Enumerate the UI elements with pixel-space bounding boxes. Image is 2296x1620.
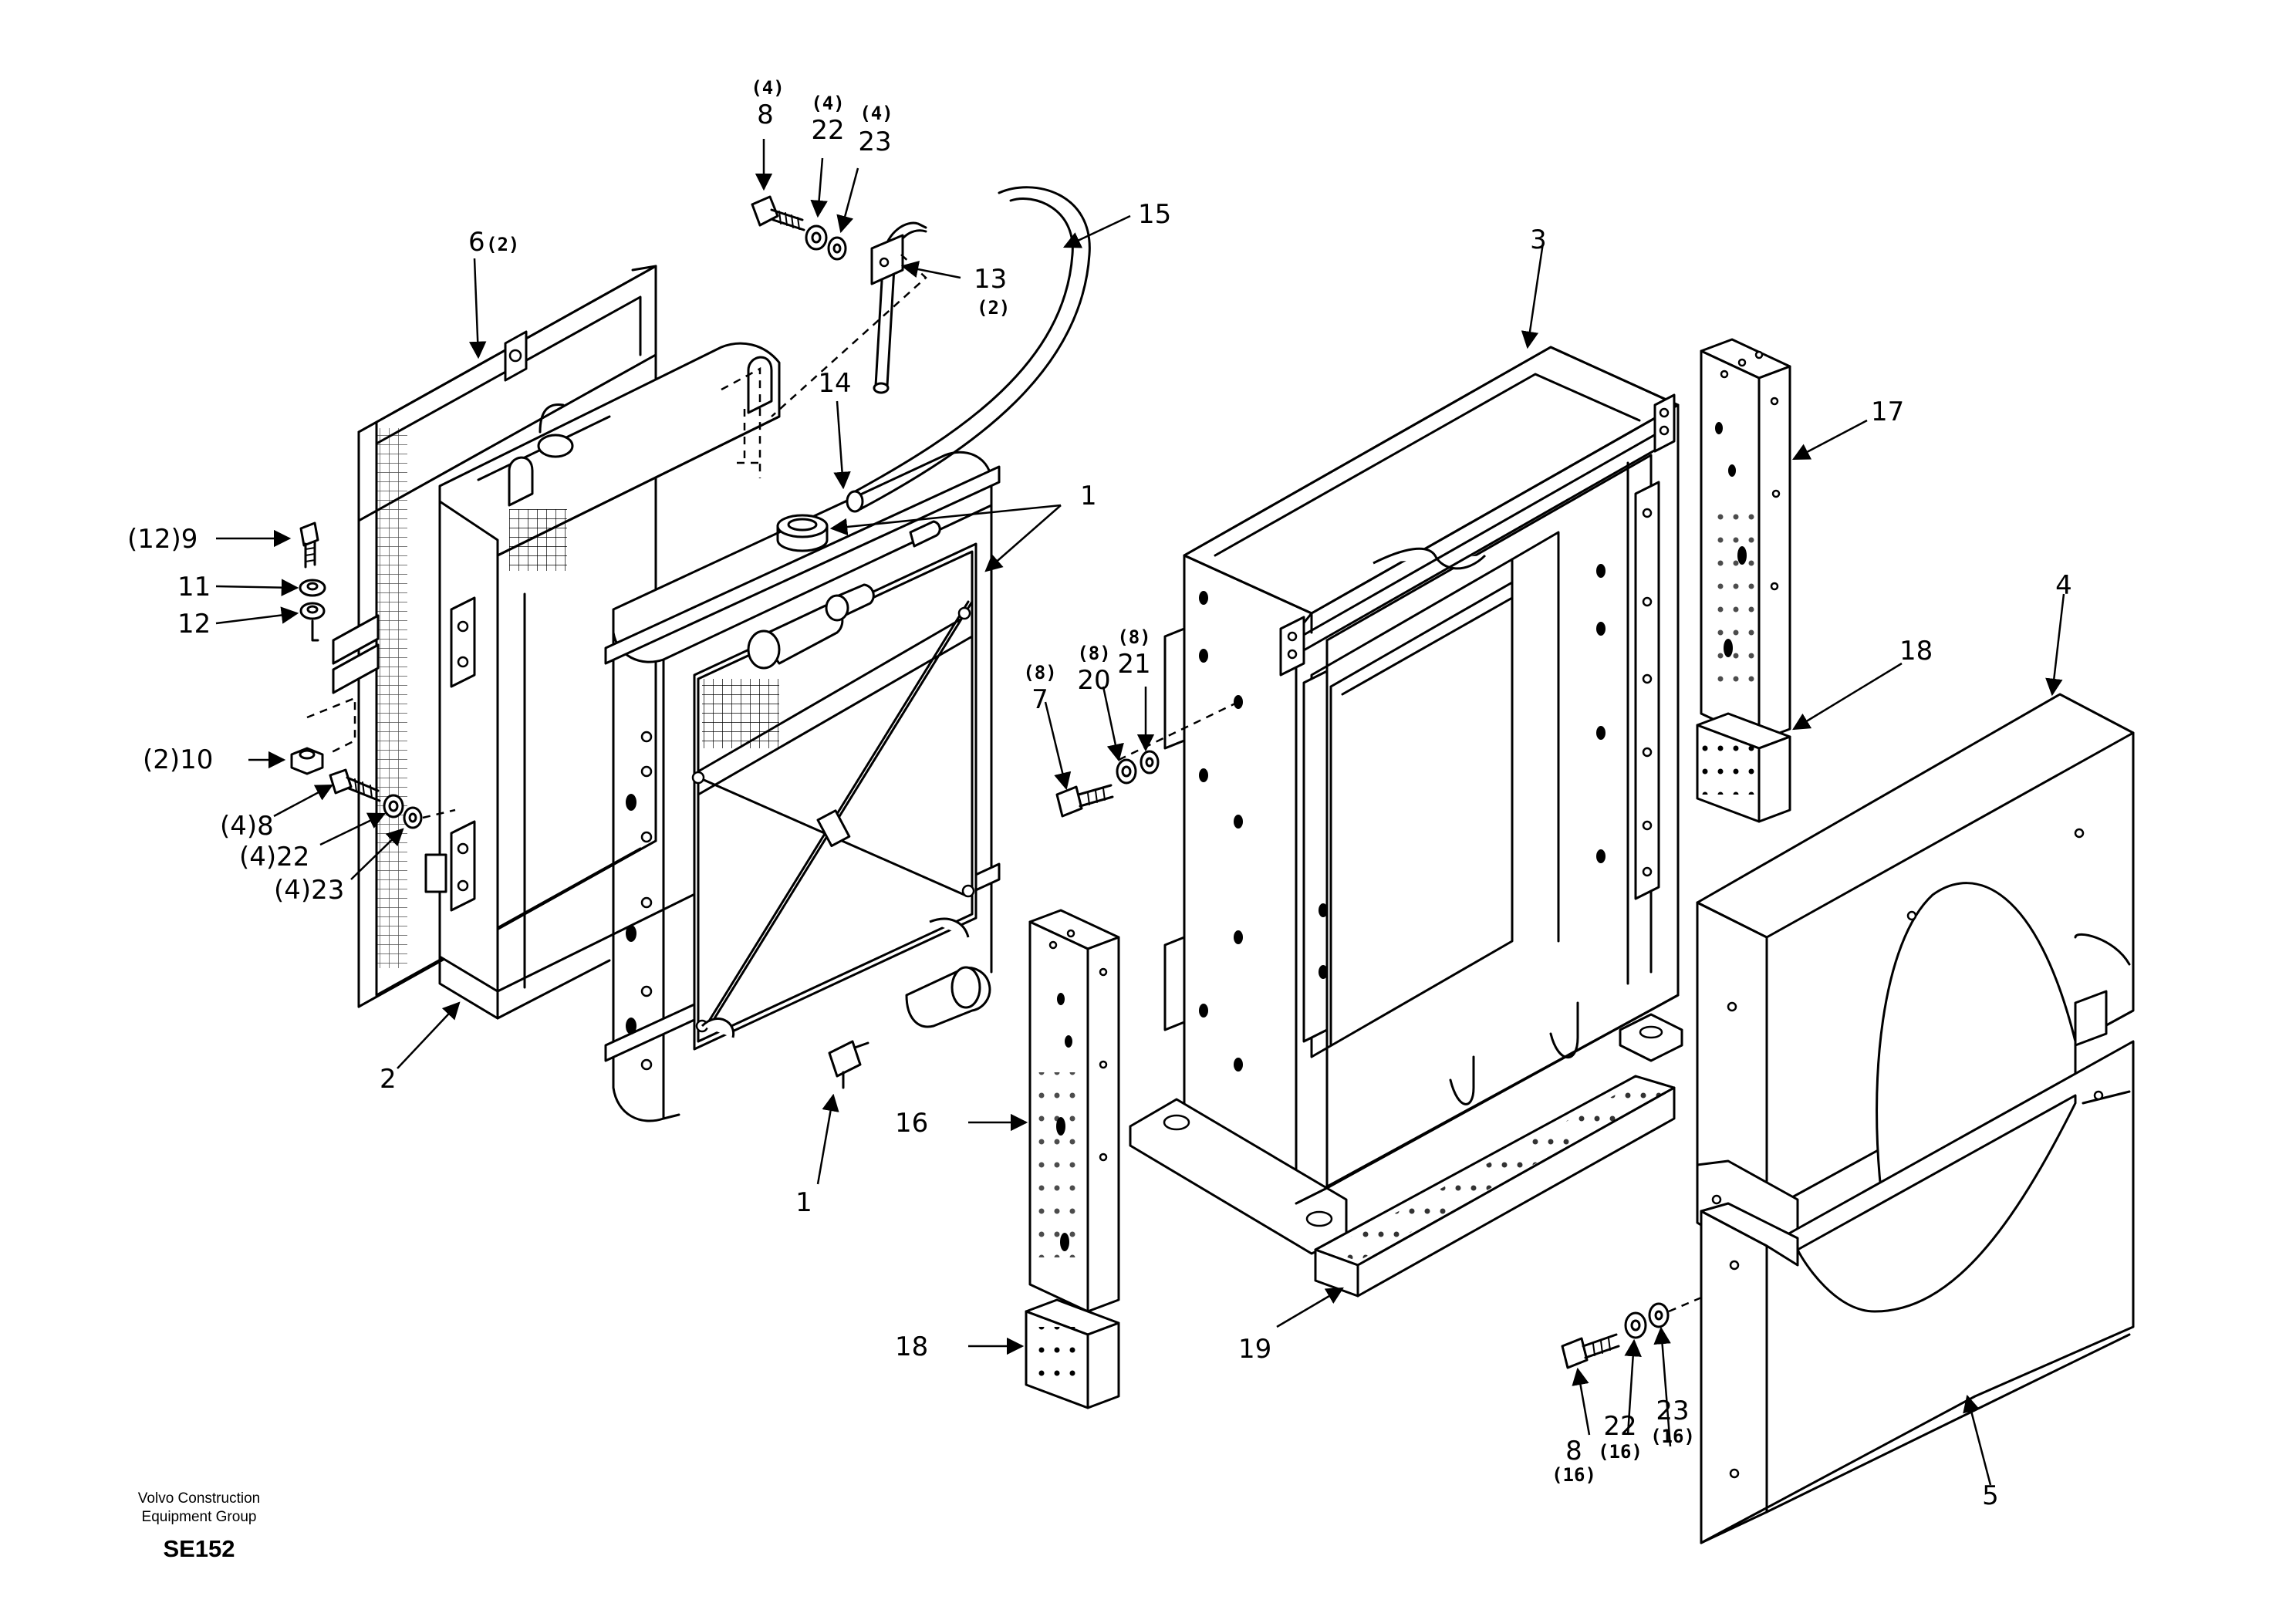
callout-6-qty: (2) xyxy=(486,234,519,255)
callout-14: 14 xyxy=(818,368,851,399)
oil-cooler-2 xyxy=(424,342,781,1020)
figure-code: SE152 xyxy=(163,1535,235,1562)
callout-23-top: 23 xyxy=(858,127,891,157)
callout-4: 4 xyxy=(2055,570,2072,601)
callout-6: 6 xyxy=(468,227,485,258)
callout-labels: (4) 8 (4) 22 (4) 23 13 (2) 15 14 1 1 6 (… xyxy=(127,77,2072,1511)
callout-12: 12 xyxy=(177,609,211,640)
fan-shroud-5 xyxy=(1700,1040,2135,1544)
callout-13-qty: (2) xyxy=(977,297,1010,319)
callout-22-top: 22 xyxy=(811,115,844,146)
callout-3: 3 xyxy=(1530,224,1547,255)
callout-8-top: 8 xyxy=(757,100,774,130)
callout-19: 19 xyxy=(1238,1334,1271,1365)
shroud-frame-3 xyxy=(1118,346,1683,1255)
callout-18-lower: 18 xyxy=(895,1331,928,1362)
callout-22-left: (4)22 xyxy=(239,842,309,872)
callout-21: 21 xyxy=(1117,649,1150,680)
callout-23-bottom-qty: (16) xyxy=(1650,1426,1695,1447)
callout-15: 15 xyxy=(1138,199,1171,230)
mount-base-18-lower xyxy=(1025,1298,1120,1409)
callout-23-bottom: 23 xyxy=(1656,1396,1689,1426)
callout-10: (2)10 xyxy=(143,744,213,775)
callout-13: 13 xyxy=(974,264,1007,295)
callout-8-left: (4)8 xyxy=(220,811,274,842)
callout-22-bottom: 22 xyxy=(1603,1411,1636,1442)
callout-20: 20 xyxy=(1077,665,1110,696)
callout-23-left: (4)23 xyxy=(274,875,344,906)
base-plate-19 xyxy=(1314,1075,1676,1298)
callout-21-qty: (8) xyxy=(1117,626,1150,648)
footer-block: Volvo Construction Equipment Group SE152 xyxy=(138,1490,260,1562)
callout-11: 11 xyxy=(177,572,211,602)
hardware-lower-right xyxy=(1561,1294,1706,1369)
callout-8-top-qty: (4) xyxy=(751,77,784,99)
callout-22-bottom-qty: (16) xyxy=(1598,1441,1643,1463)
callout-2: 2 xyxy=(380,1064,397,1095)
footer-line-1: Volvo Construction xyxy=(138,1490,260,1507)
callout-17: 17 xyxy=(1871,397,1904,427)
footer-line-2: Equipment Group xyxy=(142,1509,257,1525)
callout-9: (12)9 xyxy=(127,524,198,555)
mount-block-17 xyxy=(1700,338,1791,742)
callout-18-upper: 18 xyxy=(1899,636,1933,667)
callout-20-qty: (8) xyxy=(1077,643,1110,664)
guard-frame-6 xyxy=(332,265,657,1008)
callout-8-bottom: 8 xyxy=(1565,1436,1582,1466)
callout-22-top-qty: (4) xyxy=(811,93,844,114)
callout-8-bottom-qty: (16) xyxy=(1551,1464,1596,1486)
callout-1-top: 1 xyxy=(1080,481,1097,511)
callout-23-top-qty: (4) xyxy=(859,103,893,124)
callout-5: 5 xyxy=(1982,1480,1999,1511)
leader-arrows xyxy=(215,139,2065,1486)
callout-7-qty: (8) xyxy=(1023,662,1056,683)
hardware-middle xyxy=(1055,750,1160,818)
radiator-1 xyxy=(604,186,1091,1122)
callout-7: 7 xyxy=(1032,684,1048,715)
hardware-left xyxy=(290,521,456,829)
callout-1-bottom: 1 xyxy=(795,1187,812,1218)
hardware-top xyxy=(751,195,847,261)
mount-base-18-upper xyxy=(1696,712,1791,823)
callout-16: 16 xyxy=(895,1108,928,1139)
mount-block-16 xyxy=(1028,909,1120,1313)
